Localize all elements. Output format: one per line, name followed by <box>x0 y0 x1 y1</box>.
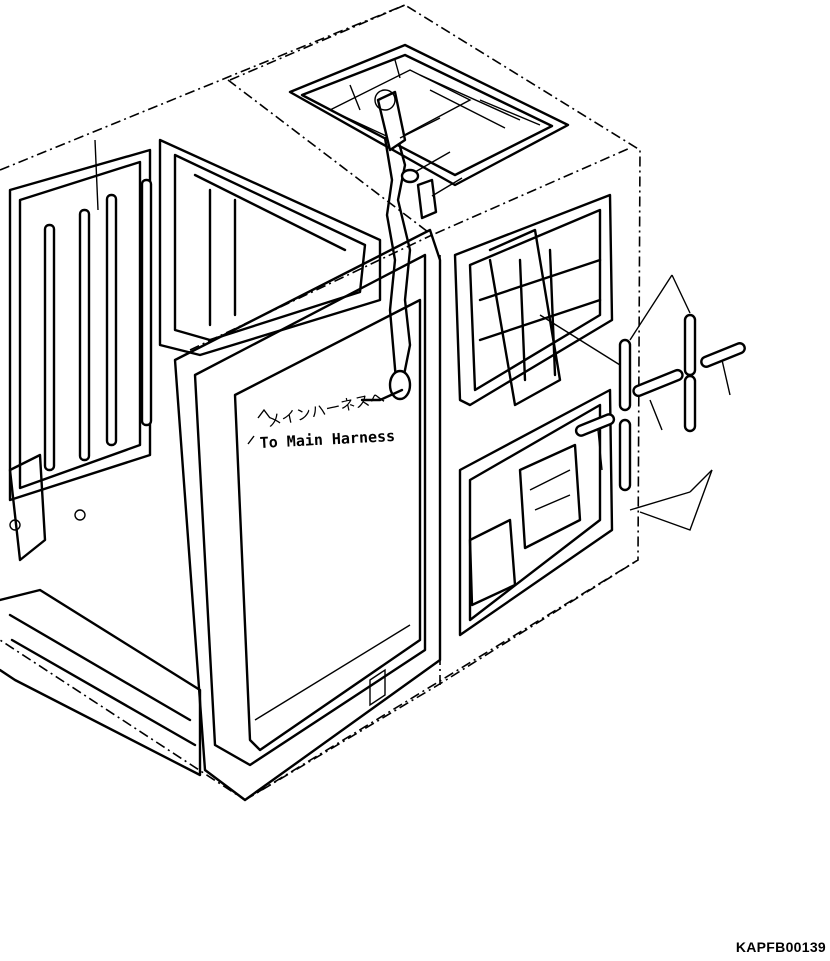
front-door-frame <box>173 228 442 802</box>
figure-code: KAPFB00139 <box>735 939 826 955</box>
right-seal-strips <box>539 274 746 531</box>
left-seal-strips <box>43 139 153 472</box>
annotation-en-text: To Main Harness <box>259 427 395 452</box>
roof-frame <box>288 43 570 187</box>
right-side-panel <box>453 193 614 637</box>
left-window-frame <box>8 138 382 502</box>
cable-harness <box>360 89 463 402</box>
harness-annotation: メインハーネスへ To Main Harness <box>247 388 395 452</box>
floor-frame <box>0 453 202 777</box>
annotation-jp-text: メインハーネスへ <box>265 388 386 431</box>
